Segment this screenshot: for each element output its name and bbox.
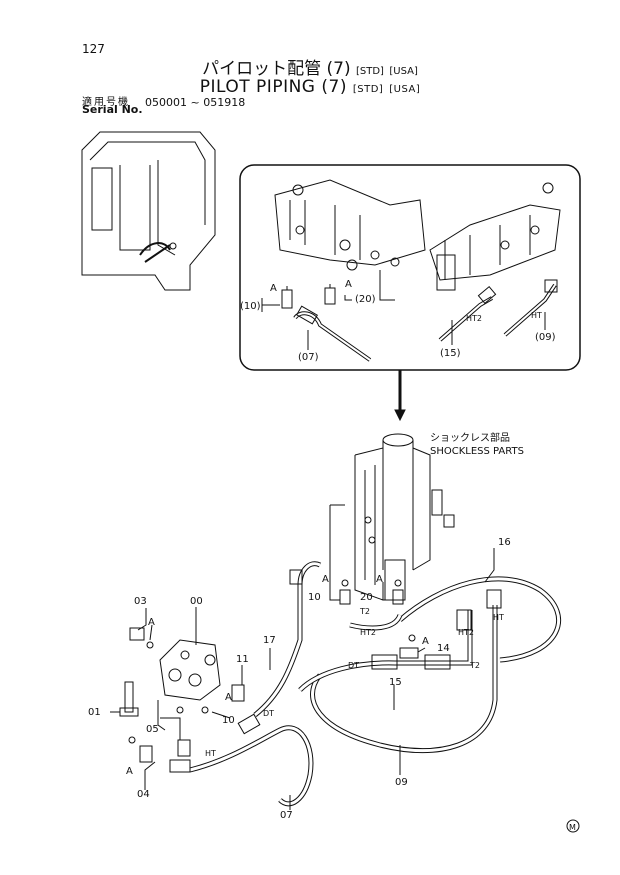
part-01: 01	[88, 707, 101, 718]
leader-lines	[110, 548, 495, 810]
main-callouts: ショックレス部品 SHOCKLESS PARTS 16 03 00 A 10 A…	[88, 431, 524, 821]
detail-callout-a-left: A	[270, 283, 277, 294]
part-03: 03	[134, 596, 147, 607]
part-05: 05	[146, 724, 159, 735]
note-shockless-en: SHOCKLESS PARTS	[430, 446, 524, 457]
detail-callouts: (10) A (20) A (07) (15) (09) HT2 HT	[240, 279, 556, 363]
detail-tag-ht2: HT2	[466, 314, 482, 323]
detail-callout-a-right: A	[345, 279, 352, 290]
main-hoses	[169, 561, 561, 807]
tag-usa-2: [USA]	[389, 84, 421, 95]
part-20: 20	[360, 592, 373, 603]
serial-range: 050001 ~ 051918	[145, 96, 246, 109]
detail-callout-15: (15)	[440, 348, 461, 359]
tag-std-2: [STD]	[352, 84, 384, 95]
title-en-text: PILOT PIPING (7)	[199, 77, 347, 97]
tag-ht2-left: HT2	[360, 628, 376, 637]
serial-label-english: Serial No.	[82, 103, 143, 116]
detail-tag-ht: HT	[531, 311, 542, 320]
tag-ht2-right: HT2	[458, 628, 474, 637]
part-10-top: 10	[308, 592, 321, 603]
detail-callout-09: (09)	[535, 332, 556, 343]
detail-callout-10: (10)	[240, 301, 261, 312]
part-a-04: A	[126, 766, 133, 777]
tag-t2-right: T2	[469, 661, 480, 670]
part-a-10: A	[322, 574, 329, 585]
machine-cab-illustration	[81, 131, 216, 291]
tag-ht-right: HT	[493, 613, 504, 622]
detail-inset	[239, 164, 581, 371]
detail-callout-20: (20)	[355, 294, 376, 305]
tag-dt-middle: DT	[348, 661, 359, 670]
view-arrow	[394, 370, 406, 422]
tag-std: [STD]	[356, 66, 384, 77]
tag-usa: [USA]	[389, 66, 418, 77]
part-a-14: A	[422, 636, 429, 647]
part-10-bottom: 10	[222, 715, 235, 726]
part-14: 14	[437, 643, 450, 654]
logo-letter: M	[569, 823, 576, 832]
tag-dt-left: DT	[263, 709, 274, 718]
part-00: 00	[190, 596, 203, 607]
page-title-japanese: パイロット配管 (7) [STD] [USA]	[0, 54, 620, 79]
valve-fittings	[339, 579, 416, 642]
page-title-english: PILOT PIPING (7) [STD] [USA]	[0, 77, 620, 97]
part-09: 09	[395, 777, 408, 788]
part-a-20: A	[376, 574, 383, 585]
part-a-11: A	[225, 692, 232, 703]
note-shockless-jp: ショックレス部品	[430, 431, 510, 444]
tag-t2-valve: T2	[359, 607, 370, 616]
page-number: 127	[82, 42, 105, 56]
part-15: 15	[389, 677, 402, 688]
part-a-03: A	[148, 617, 155, 628]
title-jp-text: パイロット配管 (7)	[202, 59, 351, 79]
part-16: 16	[498, 537, 511, 548]
tag-ht-left: HT	[205, 749, 216, 758]
detail-callout-07: (07)	[298, 352, 319, 363]
serial-label-japanese: 適用号機	[82, 97, 130, 108]
part-04: 04	[137, 789, 150, 800]
manufacturer-logo: M	[566, 819, 580, 833]
part-17: 17	[263, 635, 276, 646]
main-valve-assembly	[329, 433, 455, 601]
part-07: 07	[280, 810, 293, 821]
pilot-valve	[119, 627, 245, 763]
part-11: 11	[236, 654, 249, 665]
